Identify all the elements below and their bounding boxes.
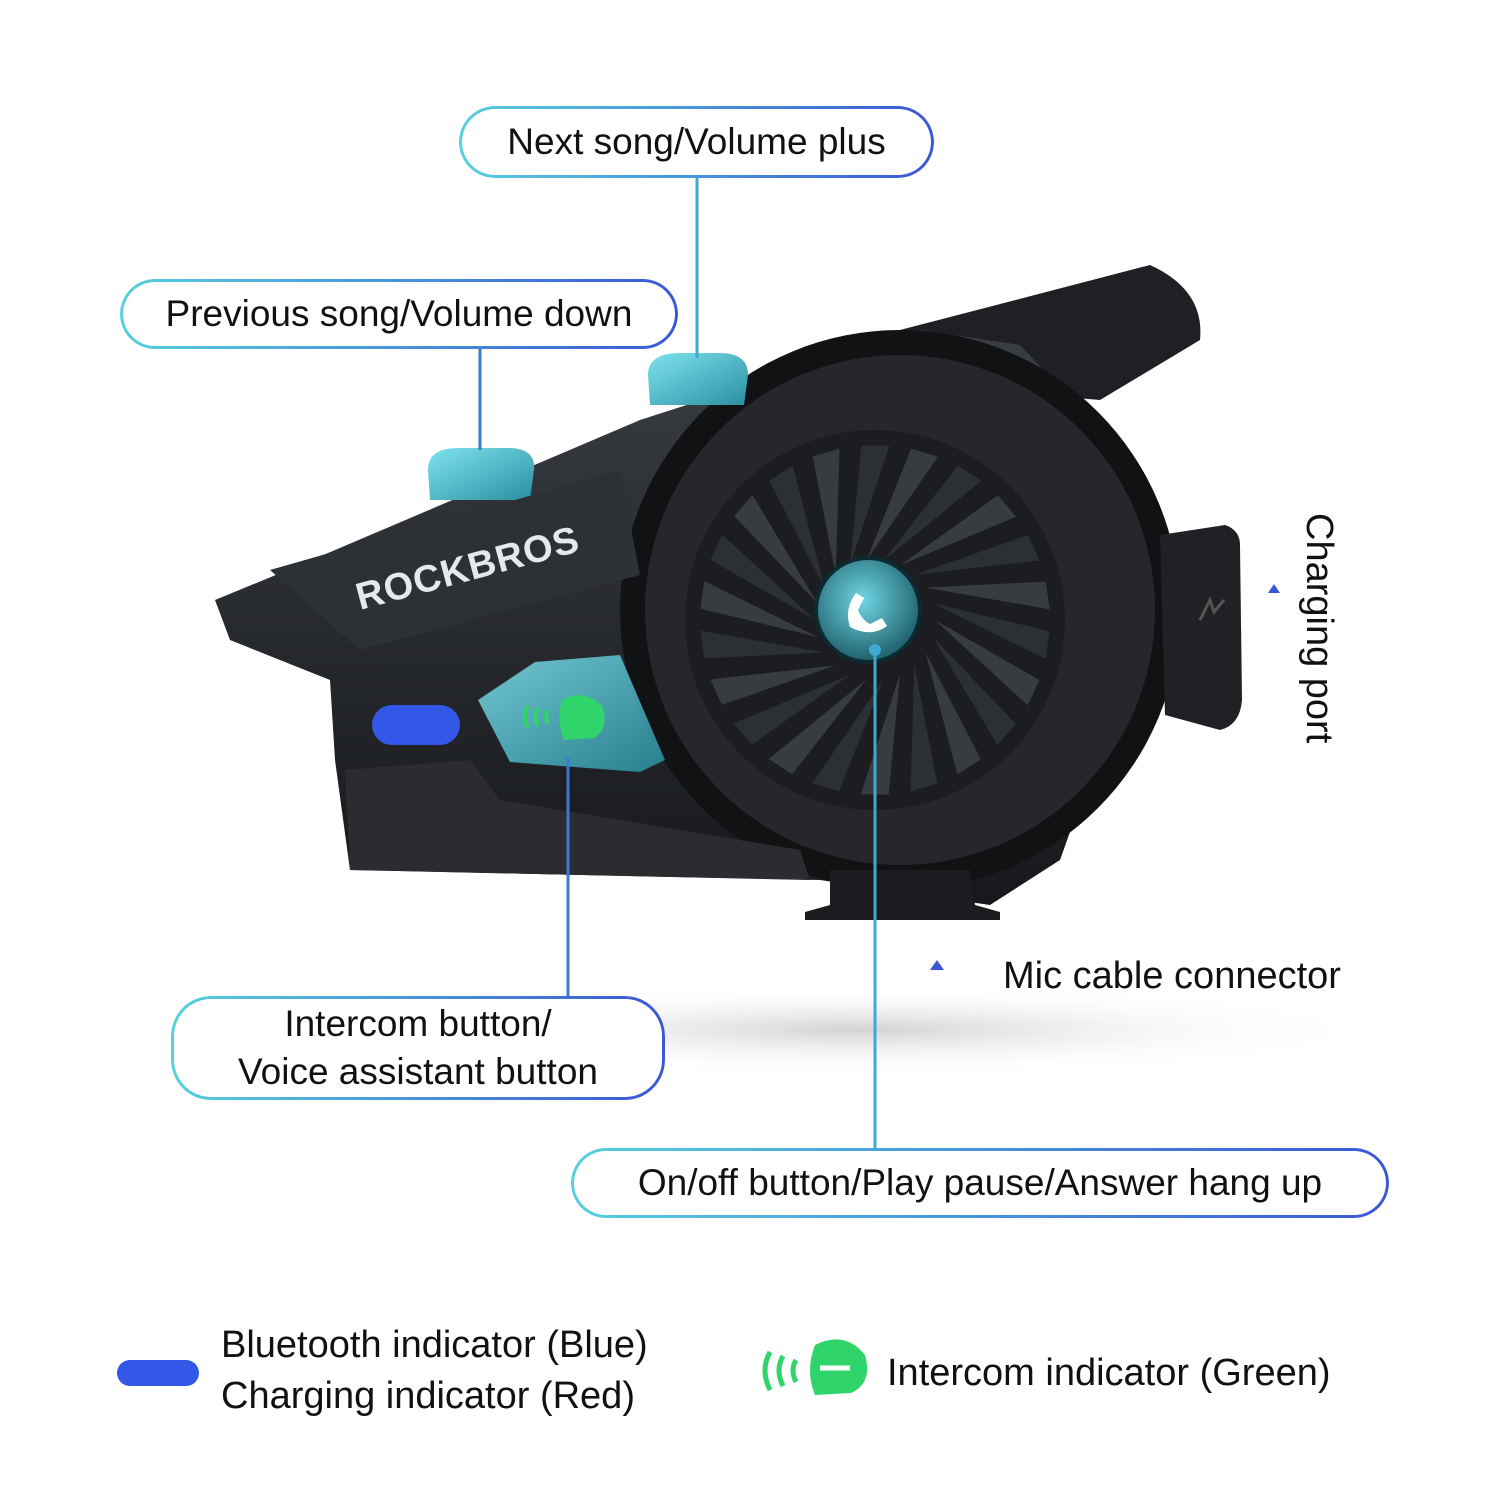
dial-blade <box>769 465 825 588</box>
dial-blade <box>812 679 884 792</box>
callout-intercom: Intercom button/ Voice assistant button <box>171 996 665 1100</box>
dial-blade <box>866 448 938 561</box>
dial-blade <box>914 535 1040 575</box>
dial-blade <box>899 495 1017 566</box>
lightning-icon <box>1198 596 1226 621</box>
phone-icon <box>848 593 887 633</box>
legend-intercom-icon <box>762 1339 868 1395</box>
dial-blade <box>850 445 890 566</box>
legend-bluetooth-text: Bluetooth indicator (Blue) <box>221 1324 648 1366</box>
bluetooth-led <box>372 705 460 745</box>
dial-blade <box>883 465 982 561</box>
dial-blade <box>710 665 836 705</box>
legend-bluetooth-block: Bluetooth indicator (Blue) Charging indi… <box>221 1320 648 1423</box>
charging-port-flap <box>1160 525 1242 730</box>
label-charging-port: Charging port <box>1298 513 1340 744</box>
callout-previous-song-text: Previous song/Volume down <box>165 292 633 334</box>
dial-blade <box>925 581 1050 610</box>
callout-next-song: Next song/Volume plus <box>459 106 934 178</box>
callout-next-song-text: Next song/Volume plus <box>507 120 886 162</box>
callout-onoff-text: On/off button/Play pause/Answer hang up <box>637 1161 1323 1203</box>
dial-blade <box>860 674 900 795</box>
dial-blade <box>700 581 818 637</box>
dial-blade <box>932 636 1016 745</box>
dial-blade <box>932 603 1050 659</box>
charging-port-marker <box>1268 584 1280 593</box>
brand-plate <box>270 470 640 650</box>
intercom-icon <box>523 695 605 740</box>
dial-blade <box>812 448 840 575</box>
power-button[interactable] <box>814 556 922 664</box>
previous-button[interactable] <box>428 448 535 500</box>
mic-marker <box>930 960 944 970</box>
next-button[interactable] <box>648 353 748 405</box>
dial-blade <box>925 652 981 775</box>
dial-blade <box>734 495 818 604</box>
legend-charging-text: Charging indicator (Red) <box>221 1375 635 1418</box>
callout-previous-song: Previous song/Volume down <box>120 279 678 349</box>
dial-blade <box>733 674 851 745</box>
legend-bluetooth-swatch <box>117 1360 199 1386</box>
dial-blade <box>935 620 1040 706</box>
dial-blades <box>700 445 1050 795</box>
lower-strip <box>345 760 810 880</box>
mic-connector <box>805 870 1000 920</box>
legend-intercom-text: Intercom indicator (Green) <box>887 1352 1331 1394</box>
leader-onoff-dot <box>869 644 881 656</box>
dial-blade <box>768 679 867 775</box>
callout-onoff: On/off button/Play pause/Answer hang up <box>571 1148 1389 1218</box>
callout-intercom-line2: Voice assistant button <box>238 1051 598 1092</box>
label-mic-cable: Mic cable connector <box>1003 955 1341 997</box>
dial-blade <box>700 630 825 659</box>
callout-intercom-line1: Intercom button/ <box>284 1002 552 1044</box>
dial-blade <box>910 665 938 792</box>
dial-blade <box>710 534 815 620</box>
